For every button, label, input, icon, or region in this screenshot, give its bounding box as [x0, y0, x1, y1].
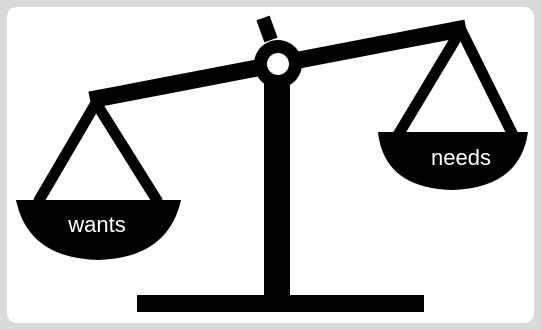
right-pan-label: needs — [431, 145, 491, 170]
scale-pivot-hole — [267, 53, 289, 75]
left-pan-label: wants — [67, 212, 125, 237]
left-pan-hanger — [38, 103, 158, 202]
scale-post — [264, 62, 290, 300]
scale-pointer — [263, 18, 271, 40]
